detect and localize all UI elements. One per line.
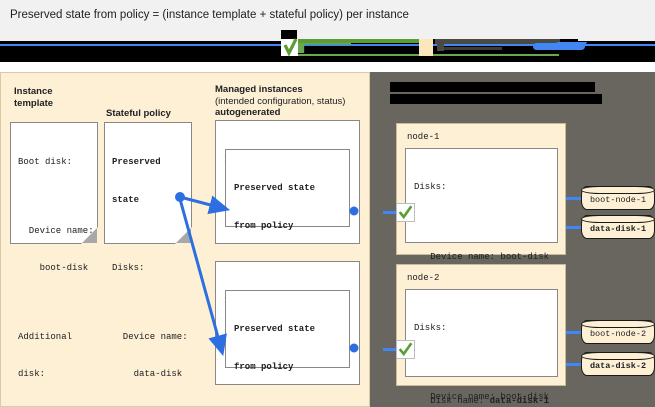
node-1-boot-device-line: Device name: boot-disk xyxy=(414,251,550,262)
node-2-disks-box: Disks: Device name: boot-disk Disk name:… xyxy=(405,289,558,402)
node-1-data-disk-label: Disk name: xyxy=(414,396,490,406)
disk-cylinder-boot-node-1: boot-node-1 xyxy=(580,185,655,210)
check-icon xyxy=(398,342,413,357)
disk-lid xyxy=(580,319,655,328)
policy-data-disk-value: data-disk xyxy=(112,369,183,379)
preserved-state-box-node-1: Preserved state from policy Disks: Devic… xyxy=(225,149,353,373)
band-gray-bar-1 xyxy=(435,39,560,44)
policy-heading-line2: state xyxy=(112,194,140,205)
disk-label-boot-node-2: boot-node-2 xyxy=(589,329,647,339)
node-1-name: node-1 xyxy=(407,132,440,142)
disk-connector-boot-node-1 xyxy=(566,197,584,200)
column-title-instance-template: Instance template xyxy=(14,86,53,109)
link-managed-to-node-2 xyxy=(383,348,405,351)
preserved-heading-2a: Preserved state xyxy=(234,324,316,334)
node-1-data-disk-value: data-disk-1 xyxy=(489,396,550,406)
check-badge-node-2 xyxy=(396,340,415,359)
band-gray-bar-3 xyxy=(437,39,444,51)
disk-label-data-disk-1: data-disk-1 xyxy=(589,224,647,234)
policy-device-name-label: Device name: xyxy=(112,331,188,342)
band-blue-pill xyxy=(533,43,585,50)
band-green-bar-top xyxy=(296,39,421,43)
disk-label-boot-node-1: boot-node-1 xyxy=(589,195,647,205)
managed-instances-title-line1: Managed instances xyxy=(215,84,303,95)
preserved-heading-1a: Preserved state xyxy=(234,183,316,193)
disk-connector-boot-node-2 xyxy=(566,331,584,334)
check-icon xyxy=(398,205,413,220)
redacted-header-line-1 xyxy=(390,82,595,92)
managed-instances-title-line3: autogenerated xyxy=(215,107,281,118)
check-badge-node-1 xyxy=(396,203,415,222)
managed-instances-title-line2: (intended configuration, status) xyxy=(215,95,346,107)
disk-lid xyxy=(580,214,655,223)
template-line-disk: disk: xyxy=(18,369,46,379)
redacted-header-line-2 xyxy=(390,94,602,104)
instance-template-title-line1: Instance xyxy=(14,86,53,97)
disk-cylinder-data-disk-2: data-disk-2 xyxy=(580,351,655,376)
policy-heading-line1: Preserved xyxy=(112,157,161,167)
preserved-state-box-node-2: Preserved state from policy Disks: Devic… xyxy=(225,290,350,372)
disk-label-data-disk-2: data-disk-2 xyxy=(589,361,647,371)
disk-connector-data-disk-1 xyxy=(566,226,584,229)
template-line-boot-disk-value: boot-disk xyxy=(18,263,89,273)
link-managed-to-node-1 xyxy=(383,211,405,214)
page-title: Preserved state from policy = (instance … xyxy=(0,0,655,30)
policy-disks-label: Disks: xyxy=(112,263,145,273)
band-strip-mid xyxy=(297,30,578,39)
instance-template-card: Boot disk: Device name: boot-disk Additi… xyxy=(10,122,98,379)
disk-cylinder-data-disk-1: data-disk-1 xyxy=(580,214,655,239)
node-2-name: node-2 xyxy=(407,273,440,283)
band-gray-bar-2 xyxy=(437,47,502,50)
node-1-data-disk-line: Disk name: data-disk-1 xyxy=(414,395,549,407)
stateful-policy-title: Stateful policy xyxy=(106,108,171,119)
disk-lid xyxy=(580,351,655,360)
stateful-policy-card: Preserved state Disks: Device name: data… xyxy=(104,122,192,379)
preserved-heading-1b: from policy xyxy=(234,220,294,231)
column-title-managed-instances: Managed instances (intended configuratio… xyxy=(215,84,345,119)
node-2-disks-label: Disks: xyxy=(414,323,447,333)
node-1-disks-box: Disks: Device name: boot-disk Disk name:… xyxy=(405,148,558,406)
instance-template-title-line2: template xyxy=(14,97,54,109)
template-line-boot-disk: Boot disk: xyxy=(18,157,73,167)
collapsed-content-band xyxy=(0,30,655,62)
node-2-boot-device-line: Device name: boot-disk xyxy=(414,391,550,402)
band-blue-rule xyxy=(0,44,655,46)
band-strip-left xyxy=(0,30,281,41)
template-line-additional: Additional xyxy=(18,331,73,342)
disk-lid xyxy=(580,185,655,194)
preserved-heading-2b: from policy xyxy=(234,361,294,372)
disk-connector-data-disk-2 xyxy=(566,363,584,366)
disk-cylinder-boot-node-2: boot-node-2 xyxy=(580,319,655,344)
column-title-stateful-policy: Stateful policy xyxy=(106,108,171,120)
band-strip-right xyxy=(578,30,655,41)
template-line-device-name-label: Device name: xyxy=(18,225,94,236)
band-blue-tail xyxy=(554,42,588,46)
band-cream-chip xyxy=(419,39,433,56)
node-1-disks-label: Disks: xyxy=(414,182,447,192)
check-icon xyxy=(283,38,298,57)
